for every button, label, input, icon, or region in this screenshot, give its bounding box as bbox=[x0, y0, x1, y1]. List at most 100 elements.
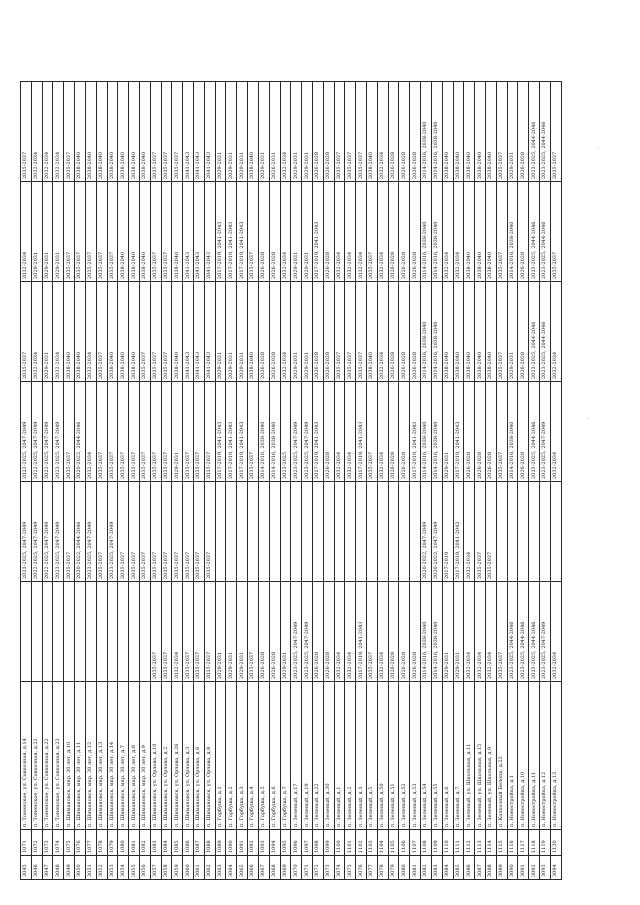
table-cell: п. Шимановск, мкр. 30 лет, д.13 bbox=[96, 681, 107, 830]
table-cell: 3051 bbox=[85, 855, 97, 880]
table-cell: 2026-2028 bbox=[388, 381, 399, 482]
table-cell: 1099 bbox=[323, 829, 335, 856]
table-cell: п. Зеленый, д.50 bbox=[377, 681, 389, 830]
table-cell: 2026-2028 bbox=[312, 281, 324, 382]
table-cell: 2032-2034 bbox=[474, 581, 486, 682]
table-cell bbox=[301, 481, 313, 582]
table-cell: 2041-2043 bbox=[204, 81, 216, 182]
table-cell: 2032-2034 bbox=[377, 81, 389, 182]
table-cell: 2035-2037 bbox=[63, 181, 75, 282]
table-cell: 2029-2031 bbox=[171, 381, 183, 482]
table-cell: 2035-2037 bbox=[117, 481, 129, 582]
table-cell: 2026-2028 bbox=[517, 381, 529, 482]
table-cell: п. Зеленый, д.19 bbox=[301, 681, 313, 830]
table-cell bbox=[74, 581, 86, 682]
table-cell: 1086 bbox=[182, 829, 194, 856]
table-cell: 2029-2031 bbox=[453, 581, 464, 682]
table-cell: 2020-2022, 2047-2049 bbox=[431, 481, 443, 582]
table-cell: п. Зеленый, д.17 bbox=[290, 681, 302, 830]
table-cell: 1119 bbox=[539, 829, 551, 856]
table-cell: 2026-2028 bbox=[312, 81, 324, 182]
table-cell: 2035-2037 bbox=[74, 181, 86, 282]
table-cell: 2035-2037 bbox=[204, 381, 216, 482]
table-cell: п. Зеленый, д.55 bbox=[431, 681, 443, 830]
table-cell: п. Тоненское, ул. Совхозная, д.22 bbox=[42, 681, 53, 830]
table-cell: п. Горбуша, д.3 bbox=[236, 681, 248, 830]
table-cell: 2038-2040 bbox=[247, 281, 259, 382]
table-cell: 2035-2037 bbox=[496, 581, 508, 682]
table-cell: 2035-2037 bbox=[247, 181, 259, 282]
table-cell: 2038-2040 bbox=[74, 81, 86, 182]
table-cell: п. Шимановск, мкр. 30 лет, д.8 bbox=[128, 681, 140, 830]
table-cell: 2029-2031 bbox=[236, 581, 248, 682]
table-cell: 1117 bbox=[517, 829, 529, 856]
table-cell bbox=[96, 581, 107, 682]
table-cell: 2017-2019, 2041-2043 bbox=[236, 181, 248, 282]
table-cell: 2017-2019, 2041-2043 bbox=[225, 381, 237, 482]
table-cell: п. Зеленый, ул. Школьная, д.9 bbox=[485, 681, 497, 830]
table-cell: 1110 bbox=[442, 829, 453, 856]
table-cell: 2029-2031 bbox=[42, 181, 53, 282]
table-cell: 2032-2034 bbox=[377, 581, 389, 682]
table-cell: 2023-2025, 2047-2049 bbox=[290, 581, 302, 682]
table-cell: 2026-2028 bbox=[323, 581, 335, 682]
table-cell: 2032-2034 bbox=[463, 581, 475, 682]
table-cell: п. Горбуша, д.5 bbox=[258, 681, 270, 830]
table-cell bbox=[409, 481, 421, 582]
table-cell: 2023-2025, 2047-2049 bbox=[20, 481, 32, 582]
table-cell: 2038-2040 bbox=[463, 281, 475, 382]
table-cell: 2023-2025, 2044-2046 bbox=[528, 381, 540, 482]
table-cell: 1115 bbox=[496, 829, 508, 856]
table-cell: 2032-2034 bbox=[355, 181, 367, 282]
table-cell: 2023-2025, 2047-2049 bbox=[52, 381, 64, 482]
table-cell: 2022-2025, 2047-2049 bbox=[31, 481, 43, 582]
table-cell: 1089 bbox=[215, 829, 226, 856]
table-cell: 2020-2022, 2044-2046 bbox=[74, 481, 86, 582]
table-cell: 2038-2040 bbox=[171, 181, 183, 282]
table-cell: 1072 bbox=[31, 829, 43, 856]
table-cell: 1071 bbox=[20, 829, 32, 856]
table-cell: 2029-2031 bbox=[507, 81, 518, 182]
table-cell: 2035-2037 bbox=[496, 281, 508, 382]
table-cell: 1106 bbox=[398, 829, 410, 856]
table-cell: 3076 bbox=[355, 855, 367, 880]
table-cell: 2035-2037 bbox=[150, 281, 162, 382]
table-cell bbox=[323, 481, 335, 582]
table-cell: п. Шимановск, мкр. 30 лет, д.12 bbox=[85, 681, 97, 830]
table-cell bbox=[528, 481, 540, 582]
table-cell: 3053 bbox=[107, 855, 118, 880]
table-cell: 2022-2025, 2047-2049 bbox=[31, 381, 43, 482]
table-cell: 2029-2031 bbox=[290, 281, 302, 382]
table-cell: 3072 bbox=[312, 855, 324, 880]
table-cell bbox=[550, 481, 562, 582]
table-cell: 2038-2040 bbox=[107, 281, 118, 382]
table-cell: 2023-2025, 2047-2049 bbox=[539, 581, 551, 682]
table-cell: 2014-2016, 2038-2040 bbox=[420, 81, 432, 182]
table-cell bbox=[63, 581, 75, 682]
table-cell bbox=[312, 481, 324, 582]
table-cell: 2026-2028 bbox=[398, 181, 410, 282]
table-cell: 2026-2028 bbox=[388, 281, 399, 382]
table-cell: 1107 bbox=[409, 829, 421, 856]
table-cell: 1082 bbox=[139, 829, 151, 856]
table-cell: 2014-2016, 2038-2040 bbox=[507, 381, 518, 482]
table-cell: 3060 bbox=[182, 855, 194, 880]
table-cell: 3058 bbox=[161, 855, 172, 880]
table-cell: 2017-2019, 2041-2043 bbox=[355, 381, 367, 482]
table-cell: 2041-2043 bbox=[204, 281, 216, 382]
table-cell: 2023-2025, 2047-2049 bbox=[539, 381, 551, 482]
table-cell: 2041-2043 bbox=[182, 281, 194, 382]
table-cell: 2026-2028 bbox=[323, 181, 335, 282]
table-cell: 2017-2019, 2041-2043 bbox=[225, 181, 237, 282]
table-cell: 3059 bbox=[171, 855, 183, 880]
table-cell: 1087 bbox=[193, 829, 205, 856]
